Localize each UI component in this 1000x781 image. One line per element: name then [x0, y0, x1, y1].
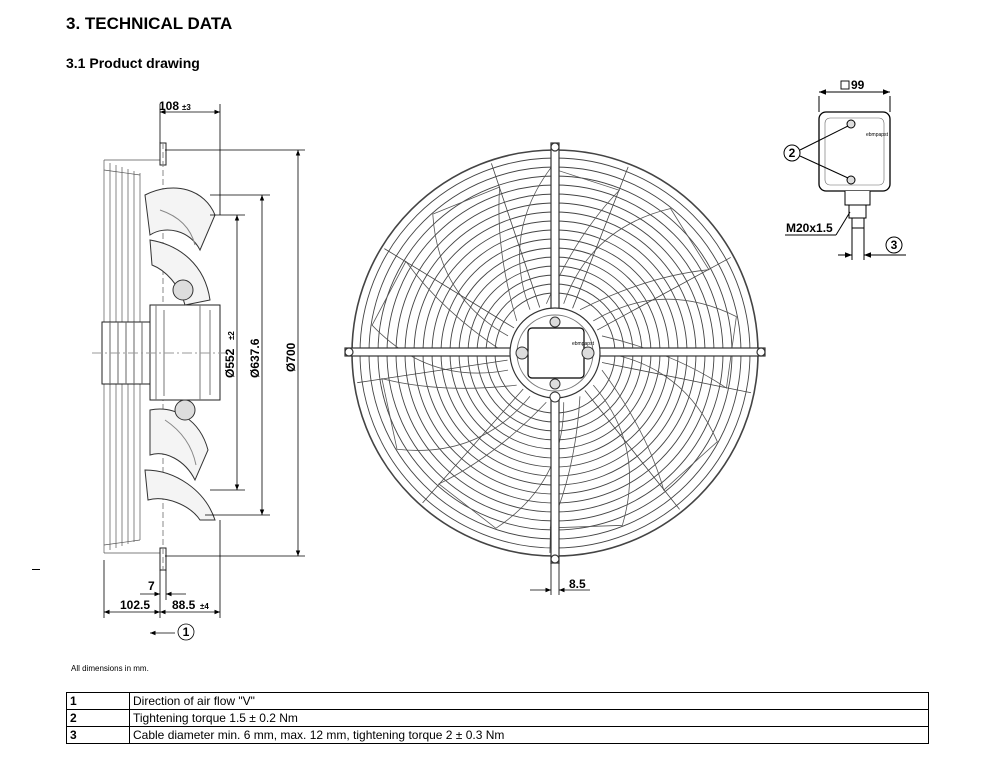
- blade-outline: [371, 260, 509, 374]
- dim-8-5-label: 8.5: [569, 577, 586, 591]
- dim-552-label: Ø552: [223, 348, 237, 378]
- margin-mark: [32, 569, 40, 570]
- blade-outline: [593, 298, 737, 389]
- front-view: ebmpapst 8.5: [344, 142, 766, 595]
- terminal-box-labels: ebmpapst 99 2 M20x1.5 3: [786, 78, 898, 252]
- subsection-heading: 3.1 Product drawing: [66, 55, 200, 71]
- guard-spoke: [384, 248, 515, 329]
- legend-num: 3: [66, 726, 130, 744]
- legend-text: Cable diameter min. 6 mm, max. 12 mm, ti…: [129, 726, 929, 744]
- side-guard: [103, 159, 160, 554]
- dim-88-tol: ±4: [200, 602, 209, 611]
- side-view: [92, 142, 230, 571]
- section-heading: 3. TECHNICAL DATA: [66, 14, 233, 33]
- dim-108-label: 108: [159, 99, 179, 113]
- legend-num: 1: [66, 692, 130, 710]
- gland-label: M20x1.5: [786, 221, 833, 235]
- dim-108-tol: ±3: [182, 103, 191, 112]
- callout-2: 2: [789, 146, 796, 160]
- dim-637-label: Ø637.6: [248, 338, 262, 378]
- legend-text: Tightening torque 1.5 ± 0.2 Nm: [129, 709, 929, 727]
- dim-88-label: 88.5: [172, 598, 196, 612]
- legend-row: 1 Direction of air flow "V": [66, 692, 929, 710]
- legend-row: 2 Tightening torque 1.5 ± 0.2 Nm: [66, 709, 929, 727]
- dim-99-label: 99: [851, 78, 865, 92]
- legend-row: 3 Cable diameter min. 6 mm, max. 12 mm, …: [66, 726, 929, 744]
- dim-7-label: 7: [148, 579, 155, 593]
- guard-spoke: [357, 359, 508, 384]
- side-dimensions: [103, 104, 305, 641]
- guard-spoke: [491, 163, 541, 308]
- legend-num: 2: [66, 709, 130, 727]
- side-blades: [144, 187, 216, 521]
- guard-spoke: [572, 166, 629, 309]
- side-dimension-labels: 108 ±3 Ø552 ±2 Ø637.6 Ø700 7 102.5 88.5 …: [120, 99, 298, 639]
- blade-outline: [563, 208, 710, 311]
- guard-spoke: [584, 390, 680, 510]
- legend-table: 1 Direction of air flow "V" 2 Tightening…: [66, 692, 929, 744]
- dimensions-note: All dimensions in mm.: [71, 664, 149, 673]
- blade-outline: [381, 378, 531, 451]
- callout-3: 3: [891, 238, 898, 252]
- guard-spoke: [596, 257, 731, 331]
- blade-outline: [549, 384, 630, 529]
- dim-102-label: 102.5: [120, 598, 150, 612]
- blade-outline: [432, 186, 518, 337]
- guard-spoke: [422, 388, 524, 504]
- terminal-box-view: [783, 80, 906, 260]
- front-box-brand: ebmpapst: [572, 341, 595, 347]
- dim-700-label: Ø700: [284, 342, 298, 372]
- blade-outline: [601, 352, 718, 491]
- legend-text: Direction of air flow "V": [129, 692, 929, 710]
- box-brand: ebmpapst: [866, 132, 889, 138]
- product-drawing: 108 ±3 Ø552 ±2 Ø637.6 Ø700 7 102.5 88.5 …: [92, 78, 906, 641]
- airflow-callout: 1: [183, 625, 190, 639]
- dim-552-tol: ±2: [227, 331, 236, 340]
- front-blades: [357, 163, 752, 553]
- front-terminal-box: [527, 327, 585, 379]
